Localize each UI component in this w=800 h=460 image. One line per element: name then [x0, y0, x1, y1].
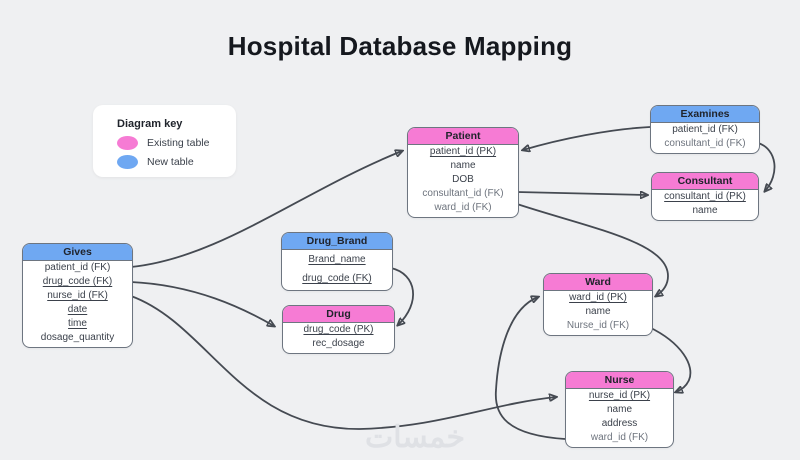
table-drug-row: rec_dosage — [312, 338, 365, 349]
table-nurse-row: address — [601, 418, 638, 429]
table-nurse: Nurse nurse_id (PK) name address ward_id… — [565, 371, 674, 448]
table-gives-row: dosage_quantity — [40, 332, 115, 343]
arrow-gives-drug — [130, 281, 274, 326]
table-drug-title: Drug — [283, 306, 394, 323]
arrow-examines-patient — [523, 126, 651, 150]
arrow-gives-nurse — [130, 295, 556, 430]
table-ward-row: ward_id (PK) — [569, 292, 627, 303]
page-title: Hospital Database Mapping — [227, 31, 573, 61]
table-ward-row: Nurse_id (FK) — [566, 320, 630, 331]
table-patient-row: DOB — [452, 174, 474, 185]
table-gives-row: time — [68, 318, 87, 329]
legend-item-label: Existing table — [147, 137, 210, 149]
arrow-ward-nurse — [648, 326, 692, 392]
table-consultant: Consultant consultant_id (PK) name — [651, 172, 759, 221]
table-nurse-title: Nurse — [566, 372, 673, 389]
diagram-key-card: Diagram key Existing table New table — [93, 105, 236, 177]
table-gives: Gives patient_id (FK) drug_code (FK) nur… — [22, 243, 133, 348]
legend-item-existing: Existing table — [117, 136, 236, 150]
table-ward: Ward ward_id (PK) name Nurse_id (FK) — [543, 273, 653, 336]
arrow-patient-consultant — [516, 192, 647, 195]
table-consultant-title: Consultant — [652, 173, 758, 190]
khamsat-watermark: خمسات — [364, 421, 466, 454]
table-drug-brand-row: drug_code (FK) — [302, 273, 372, 284]
table-ward-title: Ward — [544, 274, 652, 291]
arrow-drugbrand-drug — [390, 267, 414, 325]
table-drug-row: drug_code (PK) — [303, 324, 374, 335]
table-patient-row: name — [450, 160, 476, 171]
table-nurse-row: name — [606, 404, 632, 415]
table-nurse-row: nurse_id (PK) — [588, 390, 651, 401]
table-gives-row: drug_code (FK) — [42, 276, 113, 287]
table-patient-title: Patient — [408, 128, 518, 145]
table-examines-row: patient_id (FK) — [672, 124, 738, 135]
table-ward-row: name — [585, 306, 611, 317]
table-examines-row: consultant_id (FK) — [664, 138, 746, 149]
table-drug-brand-row: Brand_name — [308, 254, 366, 265]
table-nurse-row: ward_id (FK) — [590, 432, 649, 443]
diagram-key-title: Diagram key — [117, 118, 183, 130]
arrow-nurse-ward — [494, 297, 566, 440]
arrow-examines-consultant — [757, 142, 776, 191]
table-patient-row: consultant_id (FK) — [422, 188, 504, 199]
table-consultant-row: name — [692, 205, 718, 216]
table-examines-title: Examines — [651, 106, 759, 123]
table-drug-brand: Drug_Brand Brand_name drug_code (FK) — [281, 232, 393, 291]
table-drug: Drug drug_code (PK) rec_dosage — [282, 305, 395, 354]
table-gives-row: date — [67, 304, 88, 315]
table-patient: Patient patient_id (PK) name DOB consult… — [407, 127, 519, 218]
table-gives-title: Gives — [23, 244, 132, 261]
table-consultant-row: consultant_id (PK) — [664, 191, 746, 202]
table-gives-row: nurse_id (FK) — [47, 290, 108, 301]
arrow-gives-patient — [130, 151, 402, 268]
table-gives-row: patient_id (FK) — [44, 262, 111, 273]
legend-item-new: New table — [117, 155, 236, 169]
new-table-swatch — [117, 155, 138, 169]
legend-item-label: New table — [147, 156, 194, 168]
table-drug-brand-title: Drug_Brand — [282, 233, 392, 250]
table-examines: Examines patient_id (FK) consultant_id (… — [650, 105, 760, 154]
arrow-patient-ward — [516, 203, 669, 296]
table-patient-row: patient_id (PK) — [429, 146, 497, 157]
table-patient-row: ward_id (FK) — [434, 202, 492, 213]
existing-table-swatch — [117, 136, 138, 150]
